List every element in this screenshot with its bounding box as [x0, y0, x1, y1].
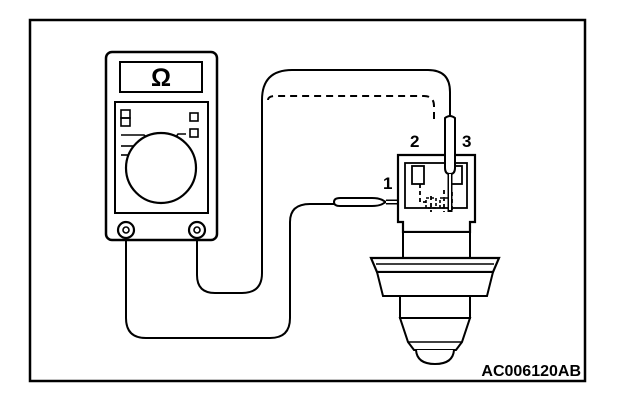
bulb-tip — [415, 349, 455, 366]
terminal-2-label: 2 — [410, 132, 419, 151]
terminal-1-label: 1 — [383, 174, 392, 193]
probe-jack-left-hole — [122, 226, 130, 234]
figure-frame — [28, 18, 587, 383]
terminal-3-label: 3 — [462, 132, 471, 151]
probe-jack-right-hole — [193, 226, 201, 234]
bulb-neck — [402, 231, 471, 259]
mode-indicator-icon — [189, 112, 199, 122]
mode-indicator-icon — [189, 128, 199, 138]
rotary-selector-dial — [124, 131, 198, 205]
meter-display — [119, 61, 203, 93]
terminal-1-pin-hidden — [419, 184, 426, 203]
ohm-symbol: Ω — [151, 64, 171, 92]
figure-part-code: AC006120AB — [481, 363, 581, 380]
bulb-assembly — [369, 153, 501, 366]
test-lead-hidden-path — [267, 95, 435, 120]
bulb-stem — [399, 295, 471, 319]
test-lead-right — [196, 69, 451, 294]
range-indicator-icon — [120, 117, 131, 127]
bulb-glass-body — [398, 317, 472, 351]
multimeter: Ω — [104, 50, 219, 242]
bulb-flange — [369, 256, 501, 274]
terminal-1-socket — [425, 197, 437, 209]
probe-tip-vertical — [444, 115, 456, 176]
probe-tip-horizontal — [332, 197, 389, 207]
test-lead-left — [125, 203, 340, 339]
bulb-base-ring — [375, 271, 495, 297]
terminal-2 — [411, 165, 425, 185]
